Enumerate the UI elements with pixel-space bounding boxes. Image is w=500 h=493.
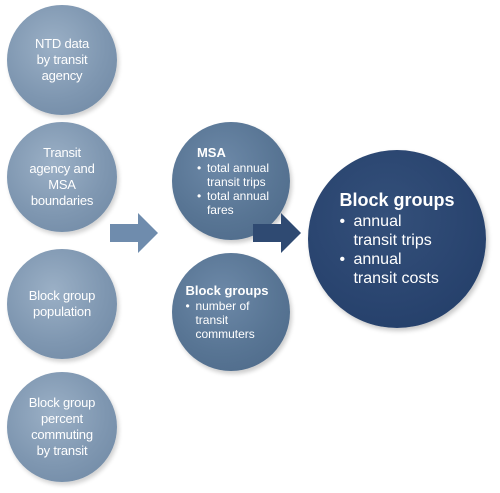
input-circle-commuting: Block group percent commuting by transit <box>7 372 117 482</box>
msa-content: MSA • total annual transit trips • total… <box>196 144 270 217</box>
block-groups-mid-bullet: • number of transit commuters <box>185 298 255 341</box>
input-circle-label: Transit agency and MSA boundaries <box>29 145 95 208</box>
block-groups-mid-title: Block groups <box>185 282 269 298</box>
input-circle-label: Block group percent commuting by transit <box>28 395 96 458</box>
block-groups-output-title: Block groups <box>339 189 455 210</box>
block-groups-output-bullet: • annual transit costs <box>339 250 439 287</box>
input-circle-population: Block group population <box>7 249 117 359</box>
msa-bullet: • total annual transit trips <box>196 160 270 189</box>
input-circle-label: Block group population <box>28 288 96 319</box>
block-groups-mid-circle: Block groups • number of transit commute… <box>172 253 290 371</box>
block-groups-mid-content: Block groups • number of transit commute… <box>185 282 269 341</box>
block-groups-output-circle: Block groups • annual transit trips • an… <box>308 150 486 328</box>
input-circle-label: NTD data by transit agency <box>34 36 90 83</box>
arrow-right-icon <box>253 213 301 253</box>
block-groups-output-content: Block groups • annual transit trips • an… <box>339 189 455 288</box>
input-circle-ntd-data: NTD data by transit agency <box>7 5 117 115</box>
msa-circle: MSA • total annual transit trips • total… <box>172 122 290 240</box>
arrow-right-icon <box>110 213 158 253</box>
block-groups-output-bullet: • annual transit trips <box>339 212 432 249</box>
msa-bullet: • total annual fares <box>196 188 270 217</box>
input-circle-boundaries: Transit agency and MSA boundaries <box>7 122 117 232</box>
msa-title: MSA <box>196 144 226 160</box>
